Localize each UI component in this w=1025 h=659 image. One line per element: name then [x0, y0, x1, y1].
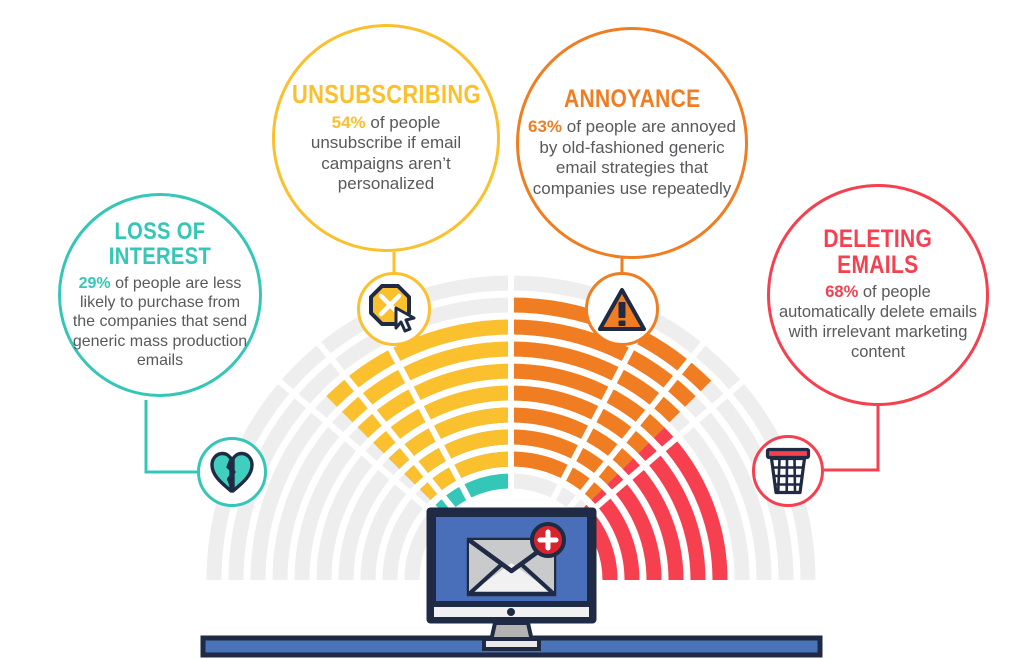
icon-puck-annoyance[interactable]	[585, 272, 659, 346]
connector-loss-of-interest	[144, 400, 197, 474]
monitor-stand-foot	[482, 637, 541, 651]
bubble-body-annoyance: 63% of people are annoyed by old-fashion…	[525, 117, 739, 199]
new-email-plus-badge	[530, 522, 566, 558]
bubble-body-unsubscribing: 54% of people unsubscribe if email campa…	[284, 113, 489, 195]
bubble-title-annoyance: ANNOYANCE	[563, 84, 701, 113]
bubble-title-loss-of-interest: LOSS OF INTEREST	[108, 218, 212, 270]
bubble-text-unsubscribing: of people unsubscribe if email campaigns…	[310, 112, 462, 194]
bubble-percent-annoyance: 63%	[528, 117, 563, 137]
bubble-title-unsubscribing: UNSUBSCRIBING	[291, 79, 481, 110]
monitor-power-dot	[507, 608, 515, 616]
bubble-percent-loss-of-interest: 29%	[78, 275, 111, 292]
unsubscribe-click-icon	[369, 284, 416, 333]
trash-basket-icon	[765, 447, 811, 495]
bubble-percent-unsubscribing: 54%	[331, 112, 366, 132]
bubble-body-deleting-emails: 68% of people automatically delete email…	[778, 283, 978, 362]
bubble-text-deleting-emails: of people automatically delete emails wi…	[778, 283, 978, 361]
stat-bubble-loss-of-interest[interactable]: LOSS OF INTEREST 29% of people are less …	[58, 193, 262, 397]
stat-bubble-deleting-emails[interactable]: DELETING EMAILS 68% of people automatica…	[767, 184, 989, 406]
connector-deleting-emails	[824, 404, 880, 472]
bubble-text-loss-of-interest: of people are less likely to purchase fr…	[72, 275, 248, 369]
icon-puck-loss-of-interest[interactable]	[197, 437, 267, 507]
icon-puck-deleting-emails[interactable]	[752, 435, 824, 507]
bubble-title-deleting-emails: DELETING EMAILS	[823, 225, 933, 279]
broken-heart-icon	[210, 451, 254, 493]
stat-bubble-annoyance[interactable]: ANNOYANCE 63% of people are annoyed by o…	[516, 27, 748, 259]
bubble-body-loss-of-interest: 29% of people are less likely to purchas…	[67, 274, 253, 370]
bubble-text-annoyance: of people are annoyed by old-fashioned g…	[532, 117, 736, 198]
warning-triangle-icon	[598, 287, 646, 331]
icon-puck-unsubscribing[interactable]	[357, 272, 431, 346]
monitor-svg	[426, 507, 597, 651]
desktop-monitor-with-new-email[interactable]	[424, 505, 599, 653]
bubble-percent-deleting-emails: 68%	[825, 283, 859, 302]
stat-bubble-unsubscribing[interactable]: UNSUBSCRIBING 54% of people unsubscribe …	[272, 24, 500, 252]
